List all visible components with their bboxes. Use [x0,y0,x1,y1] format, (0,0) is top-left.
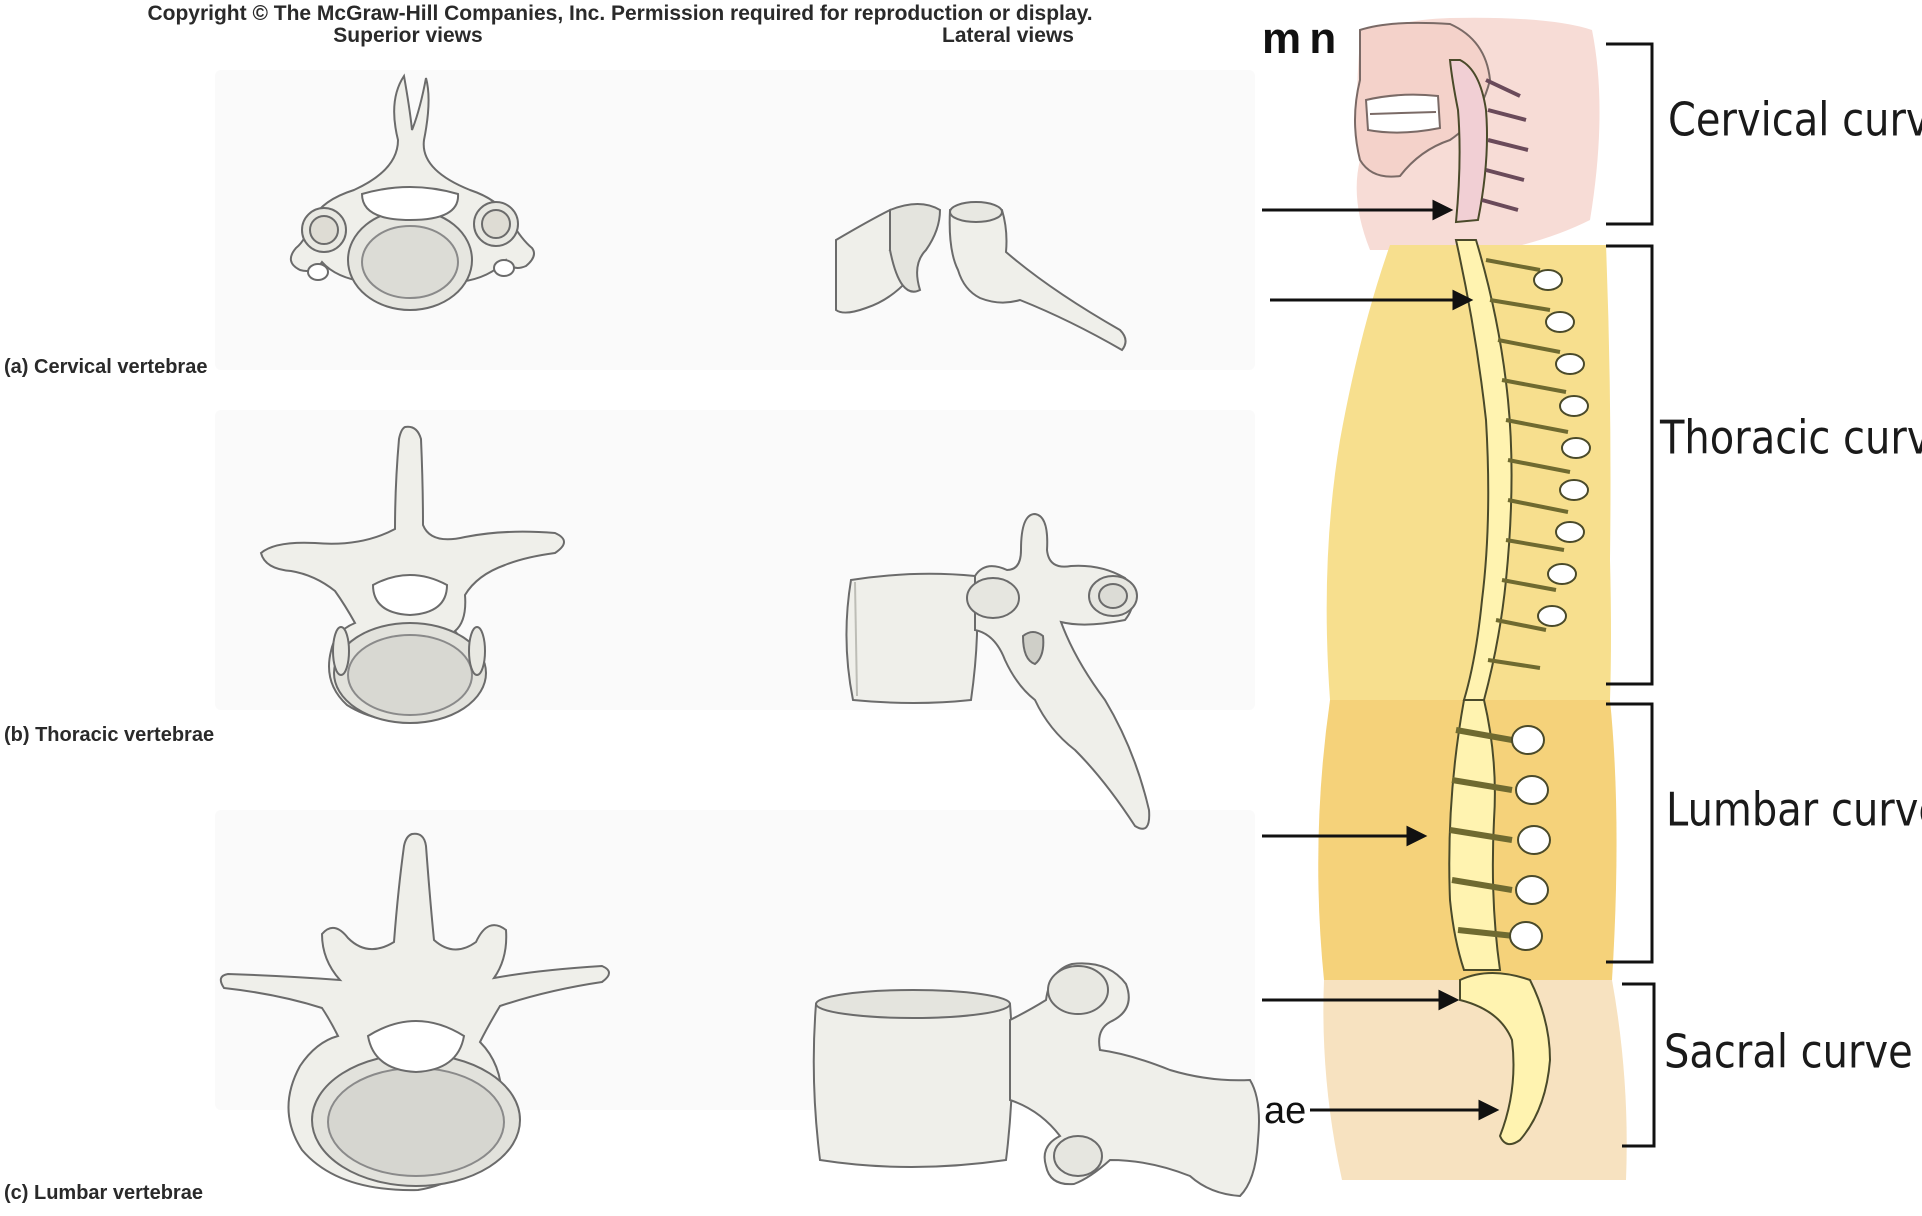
row-label-cervical: (a) Cervical vertebrae [4,356,208,378]
copyright-notice: Copyright © The McGraw-Hill Companies, I… [147,2,1093,25]
spine-column [1448,59,1591,1146]
label-lumbar-curve: Lumbar curve [1666,784,1922,837]
arrow-head [1452,289,1474,311]
row-label-thoracic: (b) Thoracic vertebrae [4,724,215,746]
arrow-head [1438,989,1460,1011]
bracket-cervical [1606,42,1654,226]
label-cervical-curve: Cervical curve [1668,94,1922,147]
row-label-lumbar: (c) Lumbar vertebrae [4,1182,203,1204]
label-sacral-curve: Sacral curve [1664,1026,1913,1079]
lateral-views-heading: Lateral views [942,24,1074,47]
cervical-superior-view [289,73,535,311]
bracket-thoracic [1606,244,1654,686]
lumbar-lateral-view [812,962,1260,1198]
cervical-lateral-view [835,201,1127,352]
arrow-head [1406,825,1428,847]
superior-views-heading: Superior views [333,24,483,47]
bracket-sacral [1622,982,1656,1148]
sacral-region [1323,980,1627,1180]
label-thoracic-curve: Thoracic curve [1660,412,1922,465]
arrow-head [1478,1099,1500,1121]
vertebral-column-diagram [1262,17,1656,1180]
arrow-head [1432,199,1454,221]
bracket-lumbar [1606,702,1654,964]
thoracic-lateral-view [845,512,1151,830]
thoracic-superior-view [259,425,565,724]
pointer-arrows [1262,199,1500,1121]
text-fragment-ae: ae [1264,1090,1307,1132]
lumbar-superior-view [219,832,610,1192]
corner-text-fragment: m n [1262,14,1336,63]
curve-brackets [1606,42,1656,1148]
